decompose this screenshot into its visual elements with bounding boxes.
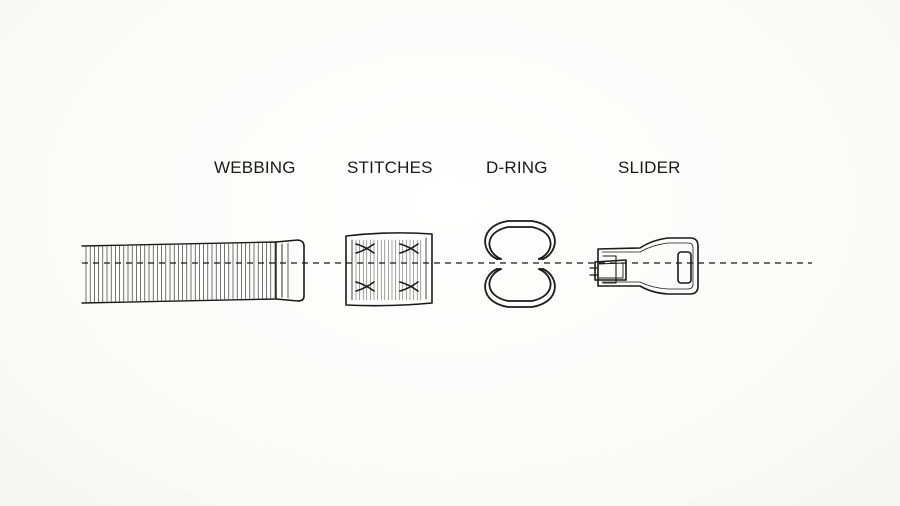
slider-buckle	[589, 237, 699, 295]
webbing-strap	[81, 239, 305, 304]
d-ring-shape	[484, 220, 556, 308]
webbing-label: WEBBING	[214, 158, 296, 177]
d-ring-label: D-RING	[486, 158, 548, 177]
stitches-label: STITCHES	[347, 158, 433, 177]
slider-label: SLIDER	[618, 158, 681, 177]
x-stitches	[355, 243, 419, 292]
stitch-patch	[345, 232, 433, 307]
